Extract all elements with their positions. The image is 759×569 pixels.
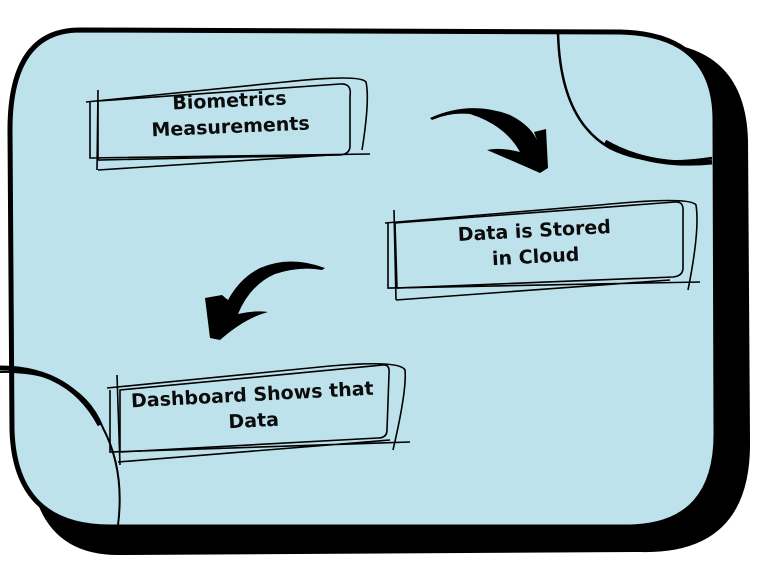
decorative-arc-bottom-left-thick: [0, 365, 103, 427]
step-1-label: Biometrics Measurements: [114, 83, 346, 145]
step-2-box: [384, 199, 701, 301]
arrow-step2-to-step3-icon: [205, 261, 325, 340]
step-3-box: [106, 362, 411, 466]
arrow-step1-to-step2-icon: [430, 108, 548, 173]
step-1-box: [85, 77, 371, 171]
decorative-arc-top-right-thick: [603, 139, 713, 166]
